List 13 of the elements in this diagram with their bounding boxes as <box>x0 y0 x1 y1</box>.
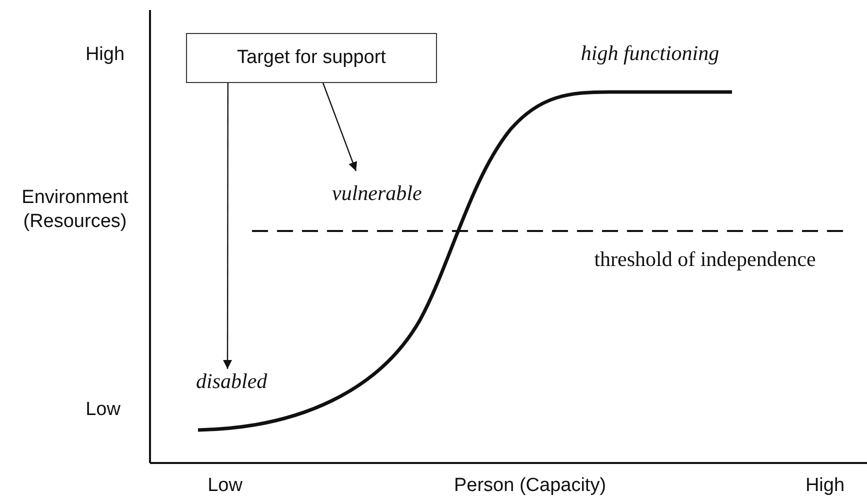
axis-label: High <box>804 474 846 497</box>
axis-label: High <box>84 43 126 67</box>
target-box: Target for support <box>186 33 437 83</box>
axis-label: high functioning <box>580 40 720 66</box>
axis-label: Low <box>84 398 122 422</box>
axis-label: Low <box>206 474 244 497</box>
axis-label: Person (Capacity) <box>452 474 608 497</box>
axis-label: threshold of independence <box>593 246 817 272</box>
state-label: disabled <box>196 369 268 394</box>
axis-label: Environment (Resources) <box>20 186 130 234</box>
arrow <box>322 82 358 172</box>
state-label: vulnerable <box>332 181 422 206</box>
arrow <box>223 83 232 369</box>
